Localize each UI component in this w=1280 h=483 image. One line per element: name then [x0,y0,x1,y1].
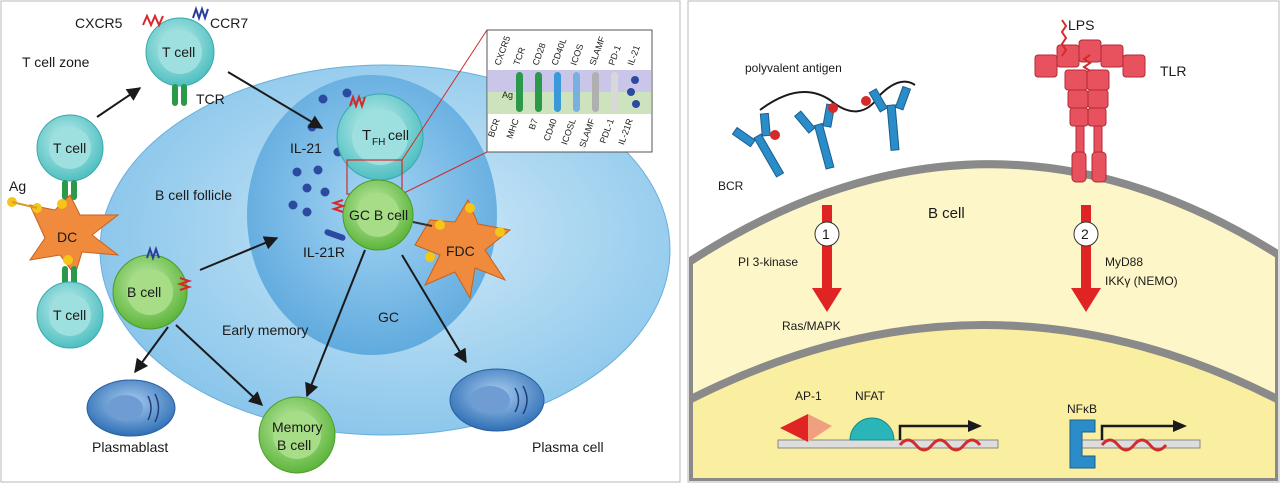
gc-b-cell: GC B cell [324,179,414,251]
transcription-arrow-left-icon [968,420,982,432]
polyvalent-antigen-label: polyvalent antigen [745,61,842,75]
transcription-arrow-right-icon [1173,420,1187,432]
b-cell-follicle-cell: B cell [112,245,193,330]
gc-label: GC [378,309,399,325]
il21r-icon [324,229,346,241]
myd88-label: MyD88 [1105,255,1143,269]
ap1-icon [780,414,808,442]
t-cell-zone-label: T cell zone [22,54,90,70]
right-panel: B cell polyvalent antigen BCR [687,0,1280,483]
memory-line2: B cell [277,437,311,453]
cxcr5-label: CXCR5 [75,15,123,31]
inset-receptor-pill [592,72,599,112]
signal-arrow-2: 2 [1071,205,1101,312]
bcr-receptors [731,85,912,178]
t-cell-lower-left: T cell [36,266,104,349]
memory-b-cell: Memory B cell [258,396,336,474]
inset-bottom-label: B7 [527,117,540,131]
signal-arrow-1: 1 [812,205,842,312]
nfat-icon [849,417,895,441]
ccr7-receptor-icon [192,5,209,22]
t-cell-lower-label: T cell [53,307,86,323]
arrows-left [96,71,467,406]
tfh-cell: T FH cell [336,93,424,181]
step1-label: 1 [822,226,830,242]
early-memory-label: Early memory [222,322,308,338]
t-cell-upper-label: T cell [53,140,86,156]
t-cell-upper-left: T cell [36,114,104,200]
ap1-label: AP-1 [795,389,822,403]
il21r-label: IL-21R [303,244,345,260]
inset-receptor-pill [573,72,580,112]
inset-il21-dot [627,88,635,96]
memory-line1: Memory [272,419,323,435]
b-cell-follicle-label: B cell follicle [155,187,232,203]
lps-icon [1060,19,1092,72]
inset-il21-dot [632,100,640,108]
b-cell-right-label: B cell [928,205,965,222]
tlr-label: TLR [1160,63,1186,79]
fdc: FDC [412,198,512,300]
ras-mapk-label: Ras/MAPK [782,319,841,333]
gene-transcript-right [1100,438,1168,452]
ag-label: Ag [9,178,26,194]
tfh-letter: T [362,127,371,144]
step2-label: 2 [1081,226,1089,242]
dc-label: DC [57,229,77,245]
tcr-label: TCR [196,91,225,107]
inset-receptor-pill [611,72,618,112]
tfh-cell-word: cell [388,127,409,143]
tfh-subscript: FH [372,137,385,148]
plasmablast: Plasmablast [86,379,176,455]
b-cell-label: B cell [127,284,161,300]
inset-receptor-pill [516,72,523,112]
gc-b-cell-label: GC B cell [349,207,408,223]
inset-receptor-pill [554,72,561,112]
nfat-label: NFAT [855,389,885,403]
pi3k-label: PI 3-kinase [738,255,798,269]
tlr-receptor [1034,39,1146,183]
ccr7-label: CCR7 [210,15,248,31]
il21-label: IL-21 [290,140,322,156]
left-panel: T cell zone B cell follicle GC Early mem… [0,0,681,483]
lps-label: LPS [1068,17,1094,33]
inset-receptor-pill [535,72,542,112]
gene-transcript-left [898,438,982,452]
dendritic-cell: DC [7,194,120,277]
antigen-strand [759,80,916,113]
inset-il21-dot [631,76,639,84]
fdc-label: FDC [446,243,475,259]
nfkb-label: NFκB [1067,402,1097,416]
inset-ag-label: Ag [502,90,513,100]
plasma-cell-label: Plasma cell [532,439,604,455]
ikk-label: IKKγ (NEMO) [1105,274,1178,288]
t-cell-top-label: T cell [162,44,195,60]
nfkb-icon [1069,419,1096,469]
bcr-right-label: BCR [718,179,744,193]
t-cell-top: T cell [142,5,215,106]
plasma-cell: Plasma cell [449,368,604,455]
tcr-icon [172,84,178,106]
antigen-epitope-icon [770,130,780,140]
plasmablast-label: Plasmablast [92,439,168,455]
cxcr5-receptor-icon [142,13,164,28]
